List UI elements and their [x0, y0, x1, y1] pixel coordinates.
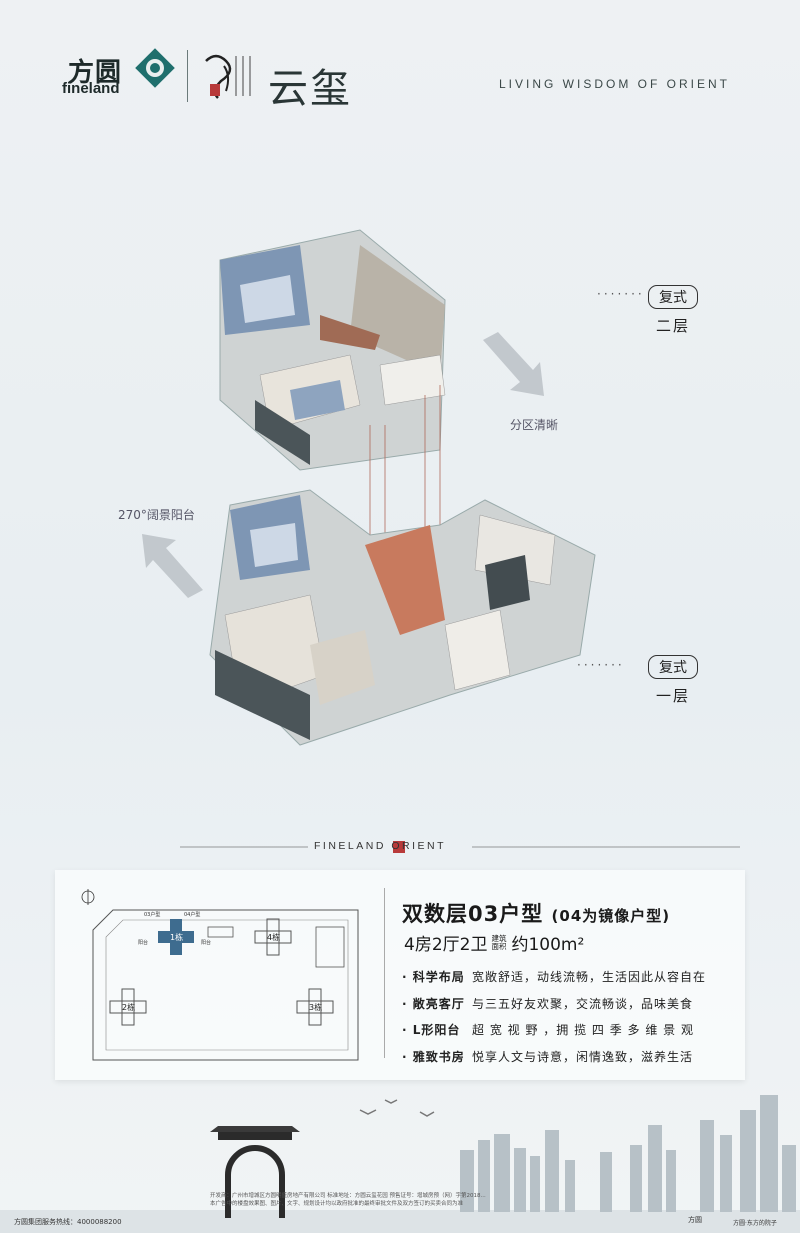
panel-divider [384, 888, 385, 1058]
feature-key: · 敞亮客厅 [402, 996, 465, 1011]
project-name: 云玺 [268, 66, 352, 112]
fineland-logo-icon [135, 48, 175, 88]
orient-band-divider [180, 841, 740, 853]
zoning-note: 分区清晰 [510, 418, 559, 432]
area-label-line1: 建筑 [491, 933, 507, 943]
header-slogan: LIVING WISDOM OF ORIENT [498, 77, 730, 91]
balcony-marker-left: 阳台 [138, 939, 148, 946]
unit-spec: 4房2厅2卫 建筑 面积 约100m² [404, 930, 584, 955]
footer-logo: 方圆 [688, 1216, 702, 1224]
feature-list: · 科学布局 宽敞舒适，动线流畅，生活因此从容自在 · 敞亮客厅 与三五好友欢聚… [402, 968, 722, 1074]
balcony-arrow-icon [142, 534, 203, 598]
upper-floor-badge: 复式 [648, 285, 698, 309]
feature-key: · 雅致书房 [402, 1049, 465, 1064]
unit-mirror-note: (04为镜像户型) [551, 907, 671, 925]
band-text: FINELAND ORIENT [314, 840, 447, 852]
feature-value: 悦享人文与诗意，闲情逸致，滋养生活 [472, 1049, 694, 1064]
upper-floor-label: 二层 [655, 317, 690, 335]
duplex-floor-model-illustration [209, 229, 596, 746]
unit-04-marker: 04户型 [184, 911, 200, 918]
feature-value: 超 宽 视 野 ，拥 揽 四 季 多 维 景 观 [472, 1023, 694, 1037]
building-3-label: 3栋 [309, 1002, 322, 1012]
area-label-line2: 面积 [491, 941, 507, 951]
site-plan-map: 1栋 2栋 3栋 4栋 03户型 04户型 阳台 阳台 [81, 889, 359, 1061]
legal-disclaimer: 开发商：广州市增城区方圆明盛房地产有限公司 标准地址：方圆云玺花园 预售证号：增… [210, 1192, 680, 1208]
calligraphy-seal-icon [205, 54, 251, 99]
upper-floor-dots: ······· [597, 287, 645, 301]
unit-title: 双数层03户型 (04为镜像户型) [402, 898, 670, 928]
feature-item: · 敞亮客厅 与三五好友欢聚，交流畅谈，品味美食 [402, 995, 722, 1012]
feature-key: · 科学布局 [402, 970, 465, 984]
service-hotline: 方圆集团服务热线：4000088200 [14, 1218, 122, 1226]
feature-item: · 雅致书房 悦享人文与诗意，闲情逸致，滋养生活 [402, 1048, 722, 1065]
lower-floor-label: 一层 [655, 687, 690, 705]
feature-key: · L形阳台 [402, 1023, 461, 1037]
brand-name-cn: 方圆 [68, 58, 123, 88]
feature-item: · L形阳台 超 宽 视 野 ，拥 揽 四 季 多 维 景 观 [402, 1021, 722, 1038]
unit-title-text: 双数层03户型 [402, 902, 544, 926]
unit-info-panel [55, 870, 745, 1080]
lower-floor-dots: ······· [577, 658, 625, 672]
feature-item: · 科学布局 宽敞舒适，动线流畅，生活因此从容自在 [402, 968, 722, 985]
upper-floor-callout: 复式 二层 [648, 285, 698, 336]
footer-slogan: 方圆·东方的院子 [733, 1220, 777, 1227]
building-4-label: 4栋 [267, 932, 280, 942]
unit-03-marker: 03户型 [144, 911, 160, 918]
balcony-marker-right: 阳台 [201, 939, 211, 946]
ad-disclaimer-line: 本广告中的楼盘效果图、图片、文字、规划设计均以政府批准的最终审批文件及双方签订的… [210, 1201, 464, 1207]
feature-value: 与三五好友欢聚，交流畅谈，品味美食 [472, 996, 694, 1011]
balcony-note: 270°阔景阳台 [118, 508, 195, 522]
building-1-label: 1栋 [170, 932, 183, 942]
building-2-label: 2栋 [122, 1002, 135, 1012]
lower-floor-badge: 复式 [648, 655, 698, 679]
city-skyline-illustration [0, 1095, 800, 1233]
brand-name-en: fineland [62, 80, 120, 97]
lower-floor-callout: 复式 一层 [648, 655, 698, 706]
zoning-arrow-icon [483, 332, 544, 396]
area-label: 建筑 面积 [491, 933, 507, 951]
feature-value: 宽敞舒适，动线流畅，生活因此从容自在 [472, 970, 707, 984]
legal-line: 开发商：广州市增城区方圆明盛房地产有限公司 标准地址：方圆云玺花园 预售证号：增… [210, 1193, 486, 1199]
header-divider [187, 50, 188, 102]
unit-layout: 4房2厅2卫 [404, 935, 488, 955]
unit-area: 约100m² [511, 935, 585, 955]
